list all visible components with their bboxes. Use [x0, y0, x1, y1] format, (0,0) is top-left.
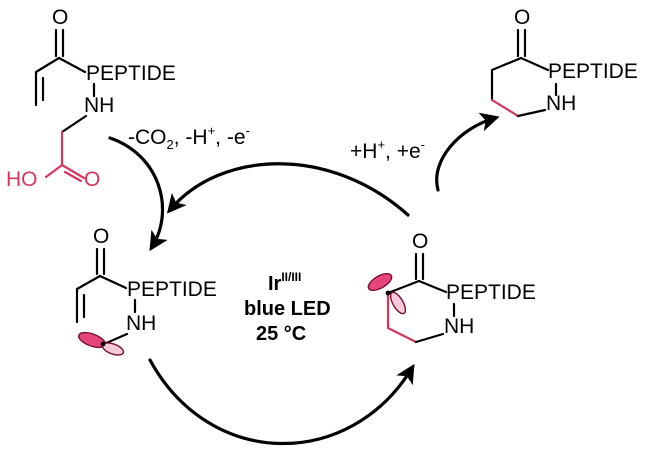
product-ch2-n-bond: [516, 108, 547, 118]
product-new-c-c-bond: [490, 98, 520, 118]
radical-p-orbital: [77, 331, 125, 356]
cyclization-bottom-arrow: [148, 358, 415, 446]
cyclized-ring-left-bonds: [386, 279, 421, 295]
light-source-label: blue LED: [244, 298, 331, 320]
acid-hydroxyl-label: HO: [6, 168, 38, 191]
radical-carbonyl-double-bond: [95, 247, 106, 276]
peptide-label: PEPTIDE: [86, 62, 176, 85]
acid-oxygen-label: O: [84, 168, 100, 191]
cyclized-peptide-label: PEPTIDE: [446, 281, 536, 304]
reduction-arrow: [435, 112, 500, 192]
cyclized-nh-label: NH: [444, 315, 474, 338]
radical-vinyl-bond: [75, 274, 102, 324]
reduction-label: +H+, +e-: [350, 137, 425, 163]
cyclized-radical-intermediate: O PEPTIDE NH: [367, 230, 536, 344]
nh-label: NH: [84, 94, 114, 117]
radical-nh-label: NH: [126, 312, 156, 335]
product-carbonyl-double-bond: [516, 28, 527, 58]
product-peptide-label: PEPTIDE: [548, 60, 638, 83]
carbonyl-oxygen-label: O: [52, 6, 68, 29]
carboxyl-double-bond: [60, 163, 86, 183]
radical-carbonyl-to-peptide-bond: [98, 274, 128, 290]
carbonyl-to-peptide-bond: [57, 56, 87, 74]
reaction-conditions: IrII/III blue LED 25 °C: [244, 270, 331, 345]
product-carbonyl-oxygen-label: O: [514, 6, 530, 29]
catalytic-cycle-top-arrow: [166, 162, 410, 217]
n-to-ch2-bond: [60, 114, 88, 134]
cyclized-ch2-n-bond: [414, 332, 445, 344]
starting-material: O PEPTIDE NH O HO: [6, 6, 176, 191]
decarboxylation-label: -CO2, -H+, -e-: [128, 123, 250, 152]
cyclized-carbonyl-double-bond: [414, 252, 425, 281]
product-ring-top-bonds: [490, 56, 550, 102]
catalyst-label: IrII/III: [268, 270, 301, 295]
cyclized-carbonyl-to-peptide-bond: [417, 279, 448, 294]
product-nh-label: NH: [546, 92, 576, 115]
radical-peptide-label: PEPTIDE: [127, 278, 217, 301]
alpha-amino-radical-intermediate: O PEPTIDE NH: [75, 225, 217, 356]
temperature-label: 25 °C: [256, 323, 306, 345]
cyclized-ring-red-bonds: [386, 291, 418, 344]
cyclized-carbonyl-oxygen-label: O: [412, 230, 428, 253]
decarboxylation-arrow: [108, 136, 168, 252]
carbonyl-double-bond: [54, 28, 65, 58]
cyclized-radical-orbital: [367, 272, 407, 315]
acrylamide-vinyl-bond: [34, 56, 61, 107]
carboxyl-oh-bond: [44, 163, 64, 179]
radical-carbonyl-oxygen-label: O: [93, 225, 109, 248]
product-lactam: O PEPTIDE NH: [490, 6, 638, 118]
